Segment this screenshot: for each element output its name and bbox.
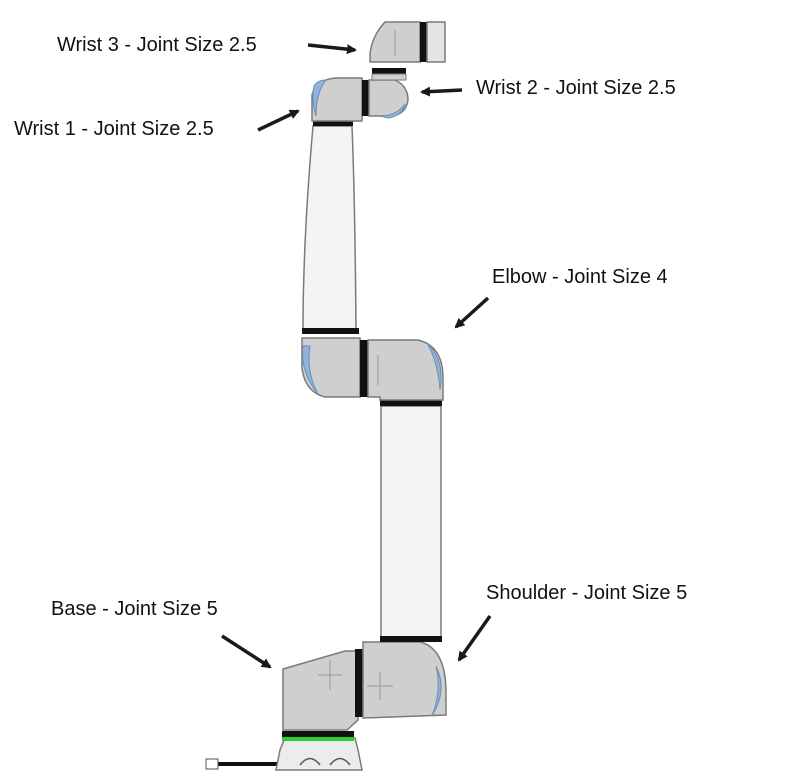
elbow-label: Elbow - Joint Size 4	[492, 266, 668, 288]
upper-arm-tube	[380, 400, 442, 642]
arrow-wrist2	[420, 86, 463, 97]
arrow-wrist3	[307, 43, 357, 55]
elbow-joint	[301, 337, 444, 401]
arrow-shoulder	[457, 614, 492, 662]
wrist1-joint	[311, 77, 369, 122]
arrow-elbow	[454, 296, 490, 329]
arrow-base	[221, 634, 272, 669]
wrist2-label: Wrist 2 - Joint Size 2.5	[476, 77, 676, 99]
wrist3-joint	[369, 21, 446, 63]
wrist1-label: Wrist 1 - Joint Size 2.5	[14, 118, 214, 140]
wrist3-label: Wrist 3 - Joint Size 2.5	[57, 34, 257, 56]
base-label: Base - Joint Size 5	[51, 598, 218, 620]
base-mount	[275, 731, 363, 771]
arrow-wrist1	[257, 109, 300, 132]
shoulder-label: Shoulder - Joint Size 5	[486, 582, 688, 604]
base-joint	[282, 650, 359, 731]
callout-arrows	[221, 43, 492, 669]
wrist2-joint	[368, 68, 409, 119]
shoulder-joint	[355, 641, 447, 719]
forearm-tube	[302, 121, 359, 334]
